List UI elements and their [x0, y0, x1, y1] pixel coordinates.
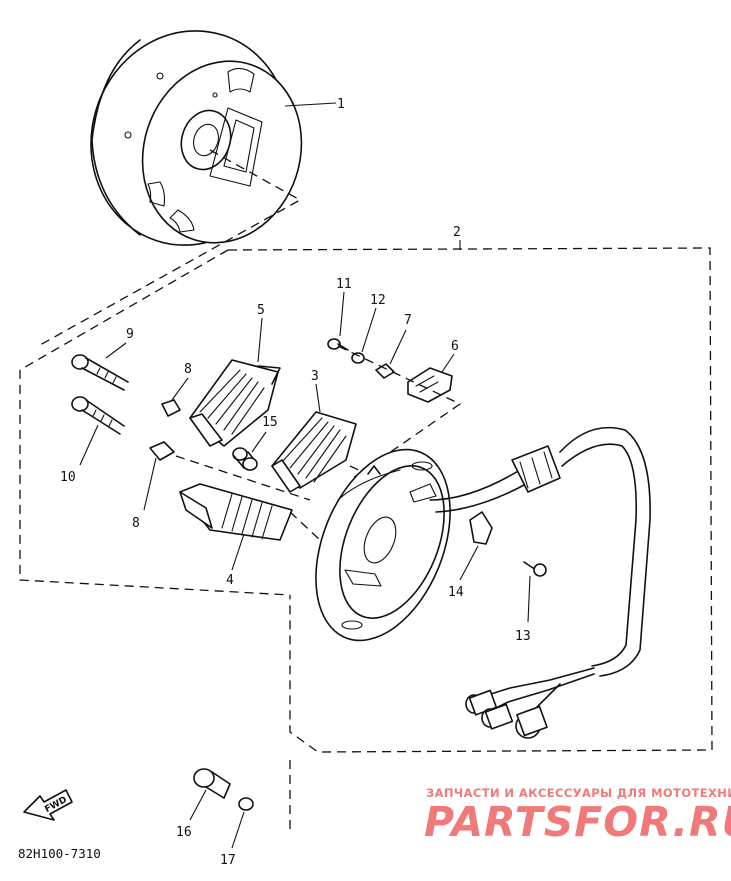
- screw-10: 10: [60, 396, 125, 485]
- coil-4: 4: [179, 483, 293, 588]
- watermark: ЗАПЧАСТИ И АКСЕССУАРЫ ДЛЯ МОТОТЕХНИКИ PA…: [424, 786, 731, 846]
- washer-17: 17: [220, 797, 254, 868]
- watermark-tagline: ЗАПЧАСТИ И АКСЕССУАРЫ ДЛЯ МОТОТЕХНИКИ: [426, 786, 731, 800]
- clip-8-lower: 8: [132, 441, 175, 531]
- stator-plate: [315, 448, 451, 642]
- stator-assembly-outline: 2: [19, 225, 713, 753]
- screw-11: 11: [327, 277, 352, 351]
- callout-8-upper: 8: [184, 362, 192, 377]
- coil-5: 5: [189, 303, 281, 447]
- diagram-code: 82H100-7310: [18, 846, 101, 861]
- callout-15: 15: [262, 415, 278, 430]
- callout-9: 9: [126, 327, 134, 342]
- spacer-15: 15: [232, 415, 278, 471]
- bracket-14: 14: [448, 511, 493, 600]
- clip-7: 7: [375, 313, 412, 379]
- callout-17: 17: [220, 853, 236, 868]
- callout-11: 11: [336, 277, 352, 292]
- callout-10: 10: [60, 470, 76, 485]
- connector-6: 6: [407, 339, 459, 403]
- flywheel-rotor: 1: [39, 30, 345, 346]
- bolt-16: 16: [176, 768, 231, 840]
- callout-7: 7: [404, 313, 412, 328]
- forward-direction-arrow: FWD: [23, 789, 73, 821]
- upper-guide-line: [337, 345, 462, 481]
- callout-1: 1: [337, 97, 345, 112]
- wiring-harness: [429, 426, 651, 739]
- coil-3: 3: [271, 369, 357, 493]
- callout-6: 6: [451, 339, 459, 354]
- watermark-brand: PARTSFOR.RU: [424, 798, 731, 846]
- callout-12: 12: [370, 293, 386, 308]
- callout-3: 3: [311, 369, 319, 384]
- callout-13: 13: [515, 629, 531, 644]
- washer-12: 12: [351, 293, 386, 364]
- screw-13: 13: [515, 561, 547, 644]
- callout-16: 16: [176, 825, 192, 840]
- clip-8-upper: 8: [161, 362, 192, 417]
- callout-2: 2: [453, 225, 461, 240]
- callout-4: 4: [226, 573, 234, 588]
- screw-9: 9: [71, 327, 134, 391]
- callout-8-lower: 8: [132, 516, 140, 531]
- callout-14: 14: [448, 585, 464, 600]
- callout-5: 5: [257, 303, 265, 318]
